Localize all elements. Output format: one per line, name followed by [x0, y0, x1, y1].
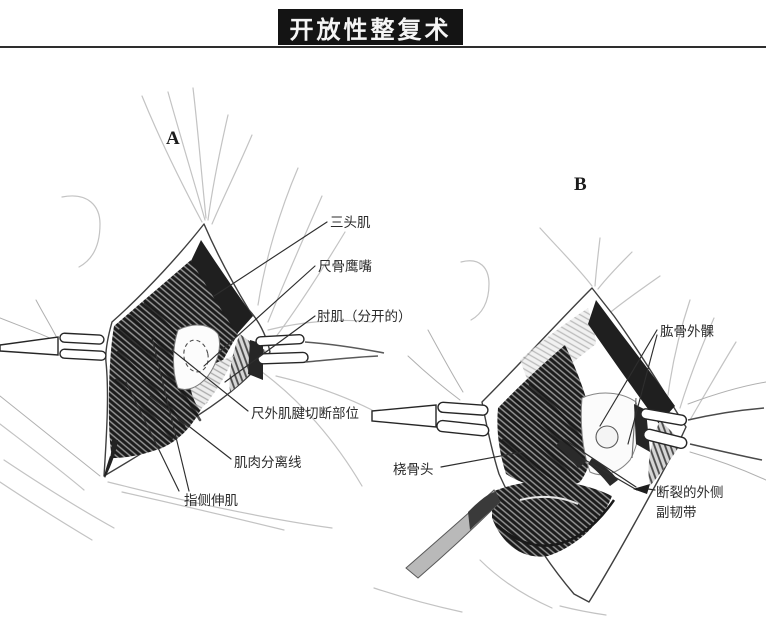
leader-digital-extensor-1: [125, 381, 180, 492]
leader-olecranon: [203, 265, 316, 367]
leader-ecu-tenotomy: [171, 349, 249, 412]
label-triceps: 三头肌: [330, 215, 371, 230]
figure-b-leader-lines: [440, 329, 658, 494]
leader-anconeus: [224, 315, 316, 383]
retractor-handle: [689, 443, 763, 461]
leader-lateral-condyle-2: [627, 334, 658, 445]
figure-a-triceps-band: [191, 240, 253, 334]
leader-torn-ligament-1: [564, 439, 637, 488]
figure-a-muscle-tip: [104, 440, 118, 478]
retractor-prong: [59, 348, 107, 361]
retractor-prong: [255, 334, 305, 347]
figure-b-flap-highlight: [519, 495, 579, 505]
figure-b-letter: B: [574, 174, 587, 195]
figure-a-leader-lines: [125, 221, 328, 492]
label-ecu-tenotomy-site: 尺外肌腱切断部位: [251, 406, 359, 421]
figure-b-flap-curl: [495, 499, 616, 547]
retractor-prong: [257, 351, 309, 365]
leader-lateral-condyle-1: [599, 329, 658, 427]
leader-digital-extensor-2: [151, 337, 190, 492]
label-muscle-separation-line: 肌肉分离线: [234, 454, 302, 470]
figure-b-torn-ligament-ends: [556, 440, 618, 486]
header-bar: 开放性整复术: [278, 9, 463, 45]
figure-b-triceps-band: [588, 300, 675, 424]
torn-ligament-arrowhead: [633, 484, 650, 494]
figure-a-olecranon-area: [173, 324, 221, 390]
retractor-prong: [437, 401, 489, 416]
label-anconeus: 肘肌（分开的）: [317, 309, 412, 324]
label-radial-head: 桡骨头: [393, 462, 434, 477]
label-torn-ligament-line1: 断裂的外侧: [656, 485, 724, 500]
leader-torn-ligament-stub: [647, 488, 656, 491]
retractor-prong: [59, 332, 105, 345]
figure-a-right-retractor: [248, 334, 385, 380]
leader-separation-line: [149, 395, 232, 460]
figure-b-forearm-strip-shadow: [468, 492, 500, 530]
retractor-prong: [640, 408, 688, 426]
figure-b-right-retractor: [634, 404, 765, 461]
retractor-handle: [0, 336, 59, 356]
figure-a-lower-fascia: [190, 356, 234, 410]
figure-b: B 肱骨外髁 桡骨头 断裂的外侧 副韧带: [371, 174, 766, 616]
retractor-prong: [436, 419, 490, 437]
retractor-handle: [687, 407, 765, 421]
label-torn-ligament-line2: 副韧带: [656, 505, 697, 520]
retractor-prong: [643, 428, 688, 449]
figure-a-left-retractor: [0, 332, 107, 361]
figure-a: A 三头肌 尺骨鹰嘴 肘肌（分开的） 尺外肌腱切断部位 肌肉分离线 指侧伸肌: [0, 87, 412, 541]
leader-triceps: [213, 221, 328, 297]
label-olecranon: 尺骨鹰嘴: [318, 259, 372, 274]
header-rule: [0, 46, 766, 48]
figure-b-left-retractor: [371, 401, 490, 437]
retractor-handle: [304, 341, 385, 354]
retractor-handle: [371, 404, 437, 428]
leader-torn-ligament-2: [579, 456, 638, 491]
page-title: 开放性整复术: [289, 17, 452, 44]
label-lateral-condyle: 肱骨外髁: [660, 324, 714, 339]
figure-b-radial-head: [595, 425, 619, 449]
retractor-handle: [304, 355, 379, 363]
figure-a-letter: A: [166, 128, 180, 149]
leader-radial-head: [440, 451, 523, 468]
label-digital-extensor: 指侧伸肌: [184, 493, 238, 508]
